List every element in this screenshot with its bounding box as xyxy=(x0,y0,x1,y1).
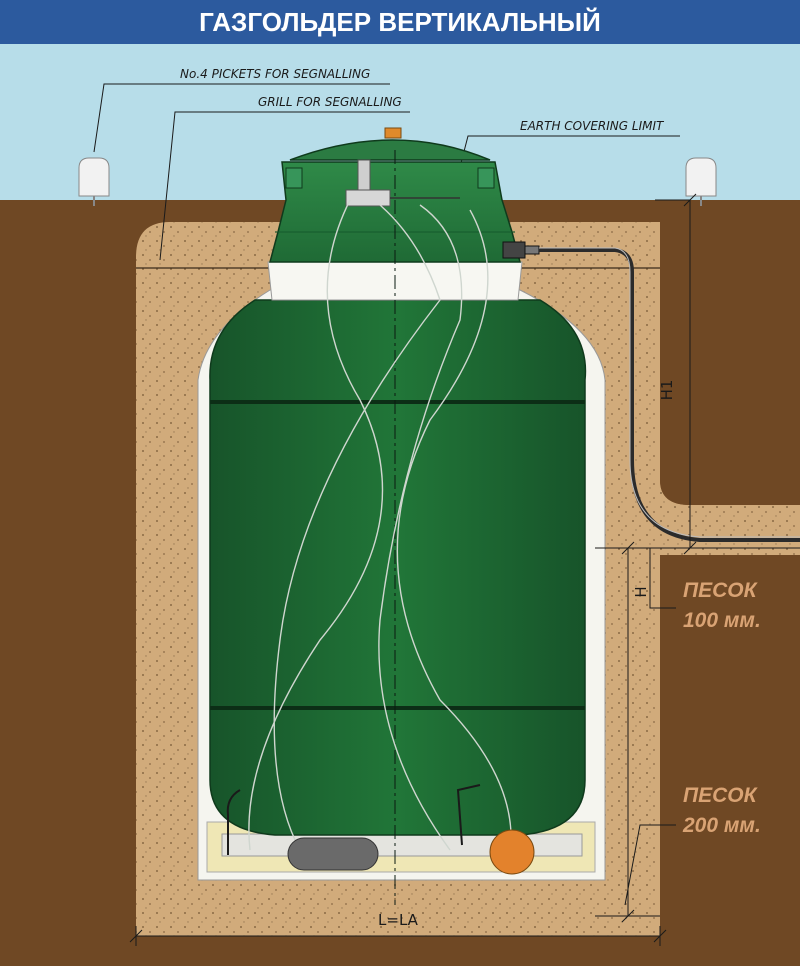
outlet-connector xyxy=(502,241,540,259)
picket-right xyxy=(685,157,717,206)
title-bar xyxy=(0,0,800,44)
diagram-title: ГАЗГОЛЬДЕР ВЕРТИКАЛЬНЫЙ xyxy=(199,7,601,37)
dip-tubes xyxy=(226,784,481,855)
dim-h-label: H xyxy=(632,586,650,597)
picket-left xyxy=(78,157,110,206)
dim-h xyxy=(595,541,800,923)
callout-grill: GRILL FOR SEGNALLING xyxy=(258,95,402,109)
sand-label-200: ПЕСОК 200 мм. xyxy=(682,784,761,837)
counterweight xyxy=(287,837,379,871)
sand-label-200-line1: ПЕСОК xyxy=(683,784,759,807)
callout-pickets: No.4 PICKETS FOR SEGNALLING xyxy=(180,67,370,81)
soil-elbow xyxy=(660,222,800,505)
sand-leaders xyxy=(624,548,676,906)
sand-label-100: ПЕСОК 100 мм. xyxy=(683,579,761,632)
sand-label-100-line2: 100 мм. xyxy=(683,609,761,632)
gas-pipe xyxy=(539,248,800,542)
dim-width xyxy=(129,926,667,946)
sand-label-100-line1: ПЕСОК xyxy=(683,579,759,602)
dim-width-label: L=LA xyxy=(378,911,419,929)
gas-pipe-highlight xyxy=(539,247,800,538)
sand-label-200-line2: 200 мм. xyxy=(682,814,761,837)
float-ball xyxy=(489,829,535,875)
dim-h1-label: H1 xyxy=(658,380,676,401)
callout-earth: EARTH COVERING LIMIT xyxy=(520,119,665,133)
valve-assembly xyxy=(345,159,460,207)
signal-wires xyxy=(248,199,512,856)
pipe-trench xyxy=(600,222,800,555)
